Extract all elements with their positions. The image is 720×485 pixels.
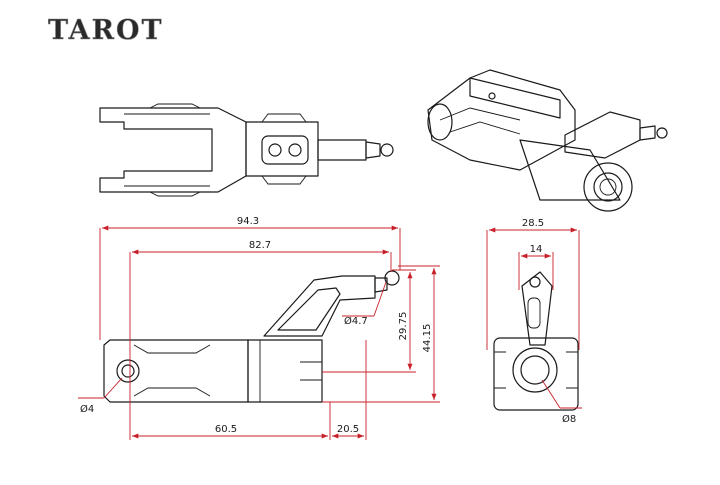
iso-bore-inner [593,172,623,202]
link-neck [365,141,381,159]
front-bore-inner [520,355,550,385]
side-hub-lines [259,340,322,402]
hub-slot [261,135,309,165]
fork-edges [124,113,210,187]
hub-caps [261,113,307,185]
leader-bore [541,379,561,409]
iso-ball-end [656,127,668,139]
front-view [493,271,579,411]
side-ball-end [384,270,400,286]
iso-hub [519,139,621,201]
dim-label-arm: 82.7 [249,240,271,251]
dim-label-bore: Ø8 [562,413,576,425]
front-arm [521,271,553,346]
dim-label-body: 60.5 [215,424,237,435]
front-arm-slot [527,297,541,329]
iso-fork-end [427,103,453,141]
logo-text: TAROT [48,15,164,46]
iso-link-arm [564,111,641,159]
iso-body [427,69,576,171]
link-arm [317,139,367,161]
front-tabs [494,351,578,389]
side-fork [103,339,249,403]
pivot-hole-inner [121,364,135,378]
top-view [99,103,394,197]
iso-body-ribs [439,107,521,135]
dim-label-width: 28.5 [522,218,544,229]
tarot-logo: TAROT [48,15,164,47]
iso-fork-top [469,77,561,119]
iso-link-neck [639,125,656,141]
side-view [103,270,400,403]
ball-end [380,143,394,157]
iso-bore-hole [599,178,617,196]
bolt-right-icon [288,143,302,157]
dim-label-offset: 20.5 [337,424,359,435]
dim-label-hole: Ø4 [80,403,94,415]
bolt-left-icon [268,143,282,157]
side-fork-ribs [133,344,211,397]
leader-ball [373,281,387,317]
leader-hole [103,377,123,399]
fork-outline [99,107,247,193]
iso-pin-icon [488,92,496,100]
hub-block [245,121,319,177]
dim-label-overall: 94.3 [237,216,259,227]
side-arm-neck [374,277,388,293]
dim-label-arm-width: 14 [530,244,543,255]
fork-ribs [149,103,201,197]
dimensions: 94.3 82.7 60.5 20.5 Ø4.7 29.75 44.15 Ø4 [78,216,582,440]
iso-bore-outer [583,162,633,212]
iso-view [427,69,668,212]
pivot-hole-outer [116,359,140,383]
dim-label-total-height: 44.15 [422,324,433,353]
side-arm-window [277,287,341,331]
side-hub [247,339,323,403]
dim-label-arm-height: 29.75 [398,312,409,341]
front-body [493,337,579,411]
front-arm-ball [529,276,541,288]
front-bore-outer [512,347,558,393]
dim-label-ball: Ø4.7 [344,315,368,327]
